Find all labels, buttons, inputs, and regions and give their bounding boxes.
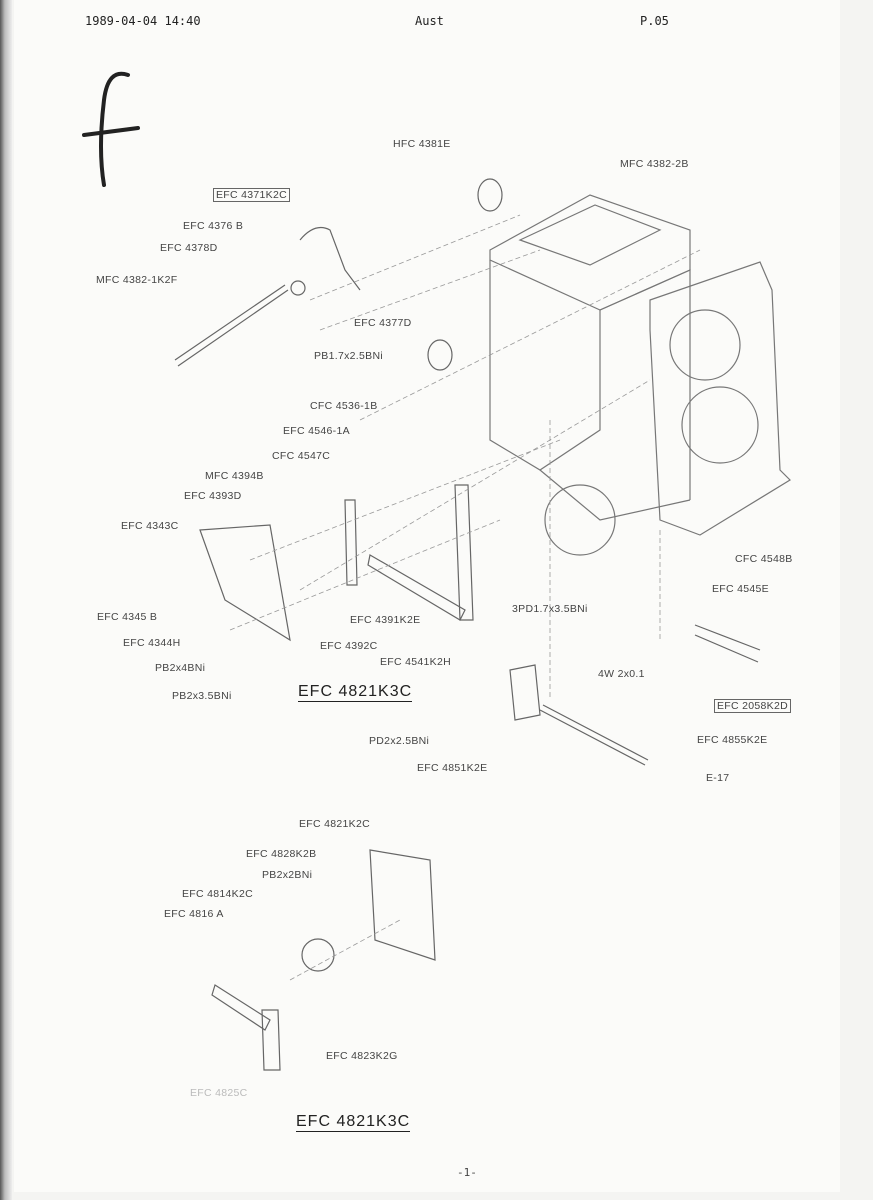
fax-page-number: P.05 (640, 14, 669, 28)
part-label: EFC 4345 B (97, 611, 158, 623)
part-label: MFC 4382-2B (620, 158, 689, 170)
handwritten-f (82, 71, 140, 187)
part-label: EFC 4545E (712, 583, 769, 595)
part-label: EFC 4393D (184, 490, 242, 502)
fax-sender: Aust (415, 14, 444, 28)
part-label: MFC 4382-1K2F (96, 274, 178, 286)
part-label: CFC 4548B (735, 553, 793, 565)
part-label: E-17 (706, 772, 730, 784)
part-label: EFC 4377D (354, 317, 412, 329)
part-label: PB2x2BNi (262, 869, 313, 881)
part-label: EFC 4823K2G (326, 1050, 398, 1062)
part-label: CFC 4536-1B (310, 400, 378, 412)
part-label: PB1.7x2.5BNi (314, 350, 383, 362)
part-label: MFC 4394B (205, 470, 264, 482)
part-label: EFC 4391K2E (350, 614, 421, 626)
assembly-title-upper: EFC 4821K3C (298, 683, 413, 702)
part-label: EFC 4825C (190, 1087, 248, 1099)
part-label: CFC 4547C (272, 450, 331, 462)
scan-edge (0, 0, 12, 1200)
fax-page (14, 0, 840, 1192)
part-label: EFC 4814K2C (182, 888, 254, 900)
assembly-title-lower: EFC 4821K3C (296, 1113, 411, 1132)
part-label: 4W 2x0.1 (598, 668, 645, 680)
camera-body (489, 194, 791, 556)
part-label: 3PD1.7x3.5BNi (512, 603, 588, 615)
part-label: HFC 4381E (393, 138, 451, 150)
part-label: EFC 4343C (121, 520, 179, 532)
part-label: EFC 4816 A (164, 908, 224, 920)
parts (174, 178, 761, 1071)
part-label: EFC 2058K2D (714, 699, 792, 713)
part-label: PD2x2.5BNi (369, 735, 430, 747)
part-label: EFC 4344H (123, 637, 181, 649)
leader-lines (229, 214, 701, 981)
part-label: EFC 4546-1A (283, 425, 350, 437)
footer-page-number: -1- (457, 1166, 477, 1179)
part-label: EFC 4821K2C (299, 818, 371, 830)
fax-datetime: 1989-04-04 14:40 (85, 14, 201, 28)
part-label: EFC 4851K2E (417, 762, 488, 774)
part-label: EFC 4376 B (183, 220, 244, 232)
part-label: EFC 4378D (160, 242, 218, 254)
part-label: PB2x3.5BNi (172, 690, 232, 702)
part-label: EFC 4828K2B (246, 848, 317, 860)
part-label: EFC 4392C (320, 640, 378, 652)
part-label: EFC 4371K2C (213, 188, 291, 202)
part-label: EFC 4855K2E (697, 734, 768, 746)
part-label: EFC 4541K2H (380, 656, 452, 668)
part-label: PB2x4BNi (155, 662, 206, 674)
